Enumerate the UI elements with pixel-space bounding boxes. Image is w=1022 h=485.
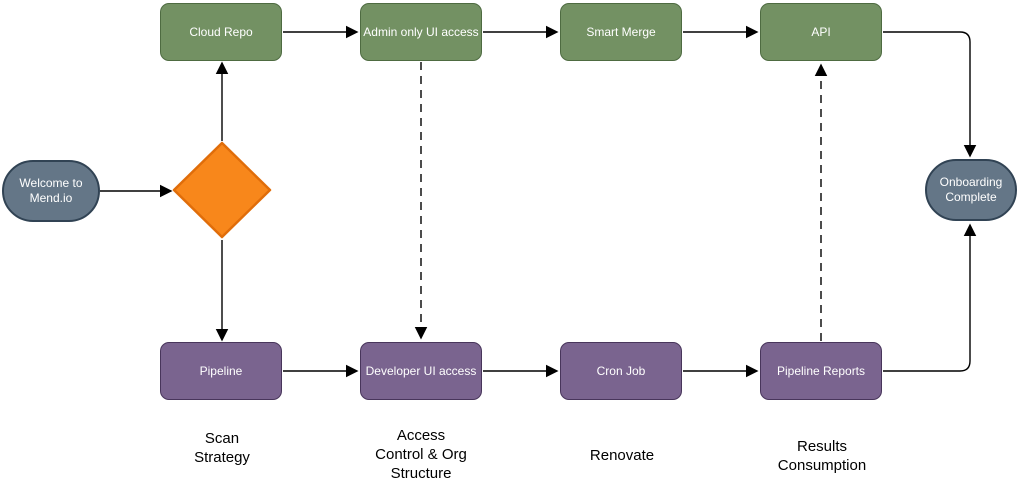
node-onboarding-complete: Onboarding Complete xyxy=(925,159,1017,221)
node-developer-ui-label: Developer UI access xyxy=(365,363,477,378)
node-pipeline-reports: Pipeline Reports xyxy=(760,342,882,400)
stage-label-scan-strategy: Scan Strategy xyxy=(194,430,250,466)
edge-pipeline-reports-to-onboarding xyxy=(883,223,977,372)
node-pipeline-reports-label: Pipeline Reports xyxy=(776,363,866,378)
node-cloud-repo-label: Cloud Repo xyxy=(189,24,253,39)
node-welcome-label: Welcome to Mend.io xyxy=(19,176,83,205)
stage-label-results-consumption: Results Consumption xyxy=(777,438,867,474)
stage-label-access-control-org-structure: Access Control & Org Structure xyxy=(375,427,467,482)
node-cron-job-label: Cron Job xyxy=(596,363,646,378)
node-api-label: API xyxy=(811,24,831,39)
edge-api-to-onboarding xyxy=(883,31,977,158)
node-admin-ui-label: Admin only UI access xyxy=(363,24,479,39)
node-welcome-to-mendio: Welcome to Mend.io xyxy=(2,160,100,222)
node-onboarding-label: Onboarding Complete xyxy=(939,175,1003,204)
node-smart-merge-label: Smart Merge xyxy=(586,24,656,39)
node-pipeline-label: Pipeline xyxy=(199,363,243,378)
node-smart-merge: Smart Merge xyxy=(560,3,682,61)
node-admin-only-ui-access: Admin only UI access xyxy=(360,3,482,61)
node-pipeline: Pipeline xyxy=(160,342,282,400)
stage-label-renovate: Renovate xyxy=(589,447,655,464)
node-developer-ui-access: Developer UI access xyxy=(360,342,482,400)
node-api: API xyxy=(760,3,882,61)
node-decision xyxy=(172,141,272,239)
node-cron-job: Cron Job xyxy=(560,342,682,400)
decision-diamond-icon xyxy=(172,141,272,239)
node-cloud-repo: Cloud Repo xyxy=(160,3,282,61)
